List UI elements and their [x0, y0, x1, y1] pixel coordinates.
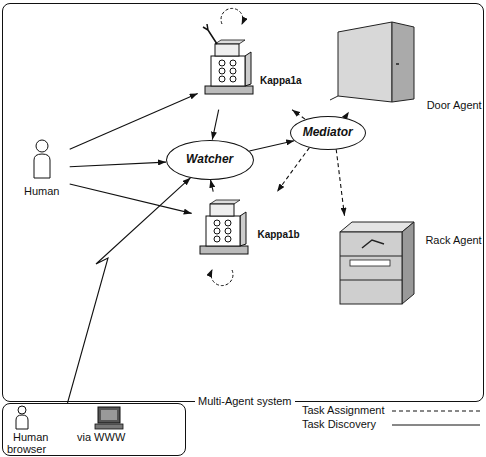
task-assignment-arrow — [277, 148, 309, 192]
task-assignment-arrow — [345, 112, 349, 118]
robot-agent: Kappa1b — [192, 192, 300, 264]
www-human-icon — [16, 406, 28, 429]
node-label: via WWW — [77, 431, 125, 443]
human-actor: Human — [14, 138, 70, 198]
mediator-ellipse: Mediator — [290, 116, 366, 150]
watcher-ellipse: Watcher — [166, 140, 254, 180]
robot-kappa1b — [200, 200, 248, 286]
task-discovery-arrow — [70, 93, 198, 149]
door-illustration — [330, 22, 414, 102]
node-label: Watcher — [186, 153, 233, 166]
node-label: Kappa1b — [257, 228, 299, 241]
legend-label: Task Discovery — [302, 418, 376, 431]
rack-illustration — [340, 222, 414, 304]
rack-agent: Rack Agent — [330, 216, 482, 314]
task-discovery-arrow — [249, 141, 294, 151]
door-agent: Door Agent — [334, 14, 482, 112]
task-discovery-arrow — [70, 162, 166, 167]
legend-dashed-sample — [392, 411, 480, 412]
node-label: Kappa1a — [260, 74, 302, 87]
robot-agent: Kappa1a — [198, 22, 302, 110]
node-label: Human — [13, 431, 48, 443]
computer-icon — [95, 407, 123, 429]
task-assignment-arrow — [336, 149, 344, 215]
node-label: Rack Agent — [425, 234, 481, 247]
task-discovery-arrow — [70, 184, 192, 213]
human-icon — [34, 140, 50, 178]
task-assignment-arrow — [292, 110, 305, 119]
legend-solid-sample — [392, 425, 480, 426]
node-label: Multi-Agent system — [195, 395, 295, 408]
task-discovery-arrow — [68, 178, 191, 403]
robot-kappa1a — [203, 8, 253, 94]
node-label: Door Agent — [427, 99, 482, 112]
www-user-box: Human via WWW browser — [2, 403, 186, 456]
node-label: Mediator — [303, 126, 353, 139]
node-label: Human — [14, 185, 70, 198]
node-label: browser — [7, 443, 46, 455]
task-discovery-arrow — [211, 180, 214, 192]
legend-label: Task Assignment — [302, 404, 385, 417]
task-discovery-arrow — [212, 110, 218, 140]
system-region: Multi-Agent systemKappa1aDoor AgentHuman… — [2, 3, 484, 402]
